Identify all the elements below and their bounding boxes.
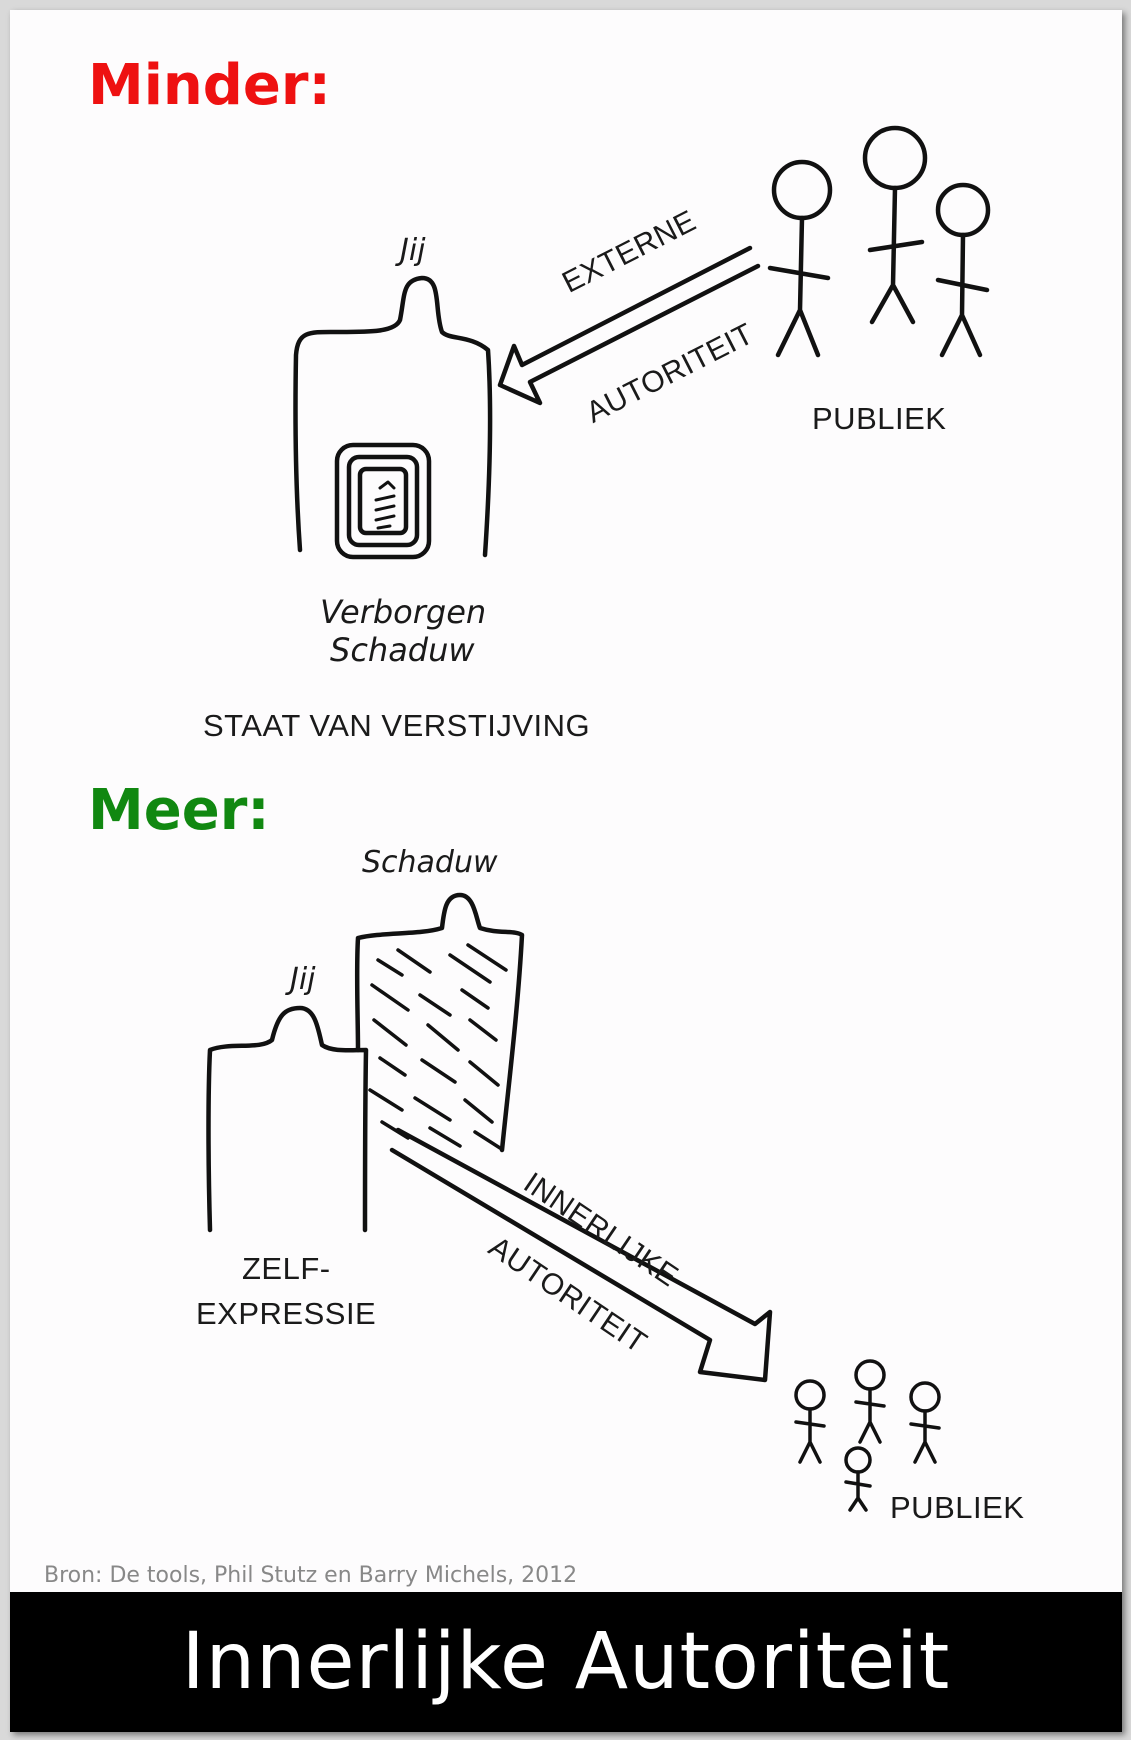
banner-title: Innerlijke Autoriteit xyxy=(182,1617,951,1707)
page-card: Minder: xyxy=(10,10,1122,1732)
hidden-shadow-label-line1: Verborgen xyxy=(320,596,486,628)
shadow-label-bottom: Schaduw xyxy=(362,848,498,878)
shadow-hatching xyxy=(370,945,506,1148)
arrow-inner-authority xyxy=(392,1130,770,1380)
audience-figures-bottom xyxy=(796,1361,939,1510)
you-figure-bottom xyxy=(209,1008,367,1230)
heading-meer: Meer: xyxy=(88,783,270,839)
you-label-top: Jij xyxy=(400,236,426,266)
hidden-shadow-label-line2: Schaduw xyxy=(330,634,475,666)
you-label-bottom: Jij xyxy=(290,965,316,995)
shadow-box-inner xyxy=(360,469,406,533)
state-label: STAAT VAN VERSTIJVING xyxy=(203,710,590,741)
you-figure-top xyxy=(295,278,490,555)
title-banner: Innerlijke Autoriteit xyxy=(10,1592,1122,1732)
shadow-glyph xyxy=(376,482,394,528)
audience-figures-top xyxy=(770,128,988,355)
self-expression-line2: EXPRESSIE xyxy=(196,1298,376,1329)
source-credit: Bron: De tools, Phil Stutz en Barry Mich… xyxy=(44,1563,577,1588)
self-expression-line1: ZELF- xyxy=(242,1253,331,1284)
audience-label-bottom: PUBLIEK xyxy=(890,1492,1024,1523)
audience-label-top: PUBLIEK xyxy=(812,403,946,434)
